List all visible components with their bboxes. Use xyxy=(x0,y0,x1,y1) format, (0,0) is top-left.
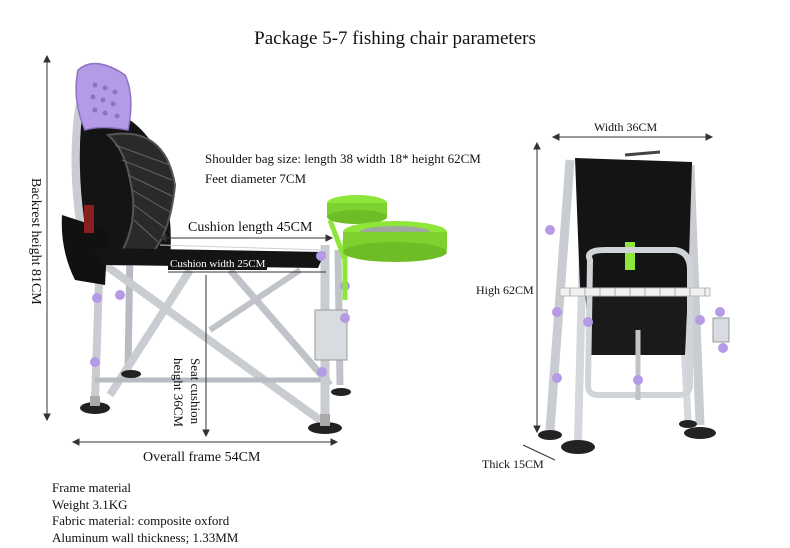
page-title: Package 5-7 fishing chair parameters xyxy=(254,28,536,49)
spec-wall-thickness: Aluminum wall thickness; 1.33MM xyxy=(52,529,239,545)
spec-list: Frame material Weight 3.1KG Fabric mater… xyxy=(52,480,238,546)
side-view-chair xyxy=(43,54,447,446)
backrest-height-label: Backrest height 81CM xyxy=(28,178,43,305)
seat-cushion-label-line2: height 36CM xyxy=(171,358,186,427)
front-view-chair xyxy=(522,133,730,461)
thick-label: Thick 15CM xyxy=(482,457,544,471)
spec-weight: Weight 3.1KG xyxy=(52,496,128,512)
seat-cushion-label-line1: Seat cushion xyxy=(188,358,203,425)
cushion-length-label: Cushion length 45CM xyxy=(188,220,313,235)
width-label: Width 36CM xyxy=(594,120,658,134)
spec-fabric-material: Fabric material: composite oxford xyxy=(52,513,230,528)
feet-diameter-label: Feet diameter 7CM xyxy=(205,171,307,186)
cushion-width-label: Cushion width 25CM xyxy=(168,258,268,270)
high-label: High 62CM xyxy=(476,283,534,297)
spec-frame-material: Frame material xyxy=(52,480,132,495)
shoulder-bag-size-label: Shoulder bag size: length 38 width 18* h… xyxy=(205,151,481,166)
overall-frame-label: Overall frame 54CM xyxy=(143,450,261,465)
